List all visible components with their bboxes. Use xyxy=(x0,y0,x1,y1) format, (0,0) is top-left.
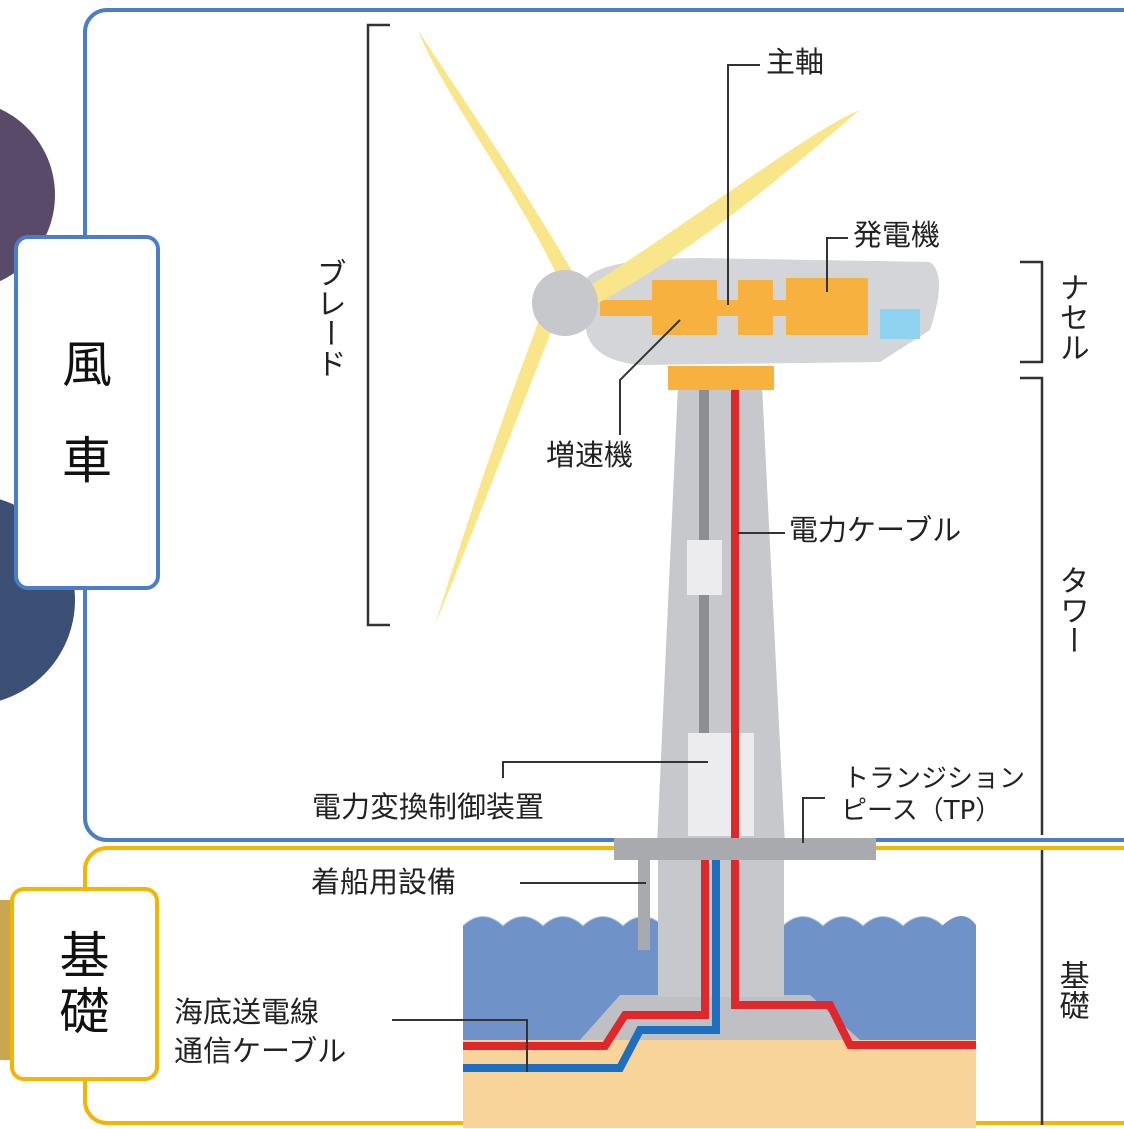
label-transition-piece-1: トランジション xyxy=(843,764,1026,794)
windmill-section-frame xyxy=(83,8,1124,842)
monopile xyxy=(658,845,784,997)
leader-main-shaft xyxy=(727,64,760,305)
windmill-char-1: 風 xyxy=(62,335,112,394)
gearbox xyxy=(652,280,717,335)
foundation-char-2: 礎 xyxy=(59,983,110,1041)
leader-power-converter xyxy=(502,761,708,778)
nacelle-bracket xyxy=(1020,260,1044,364)
label-generator: 発電機 xyxy=(853,218,941,252)
leader-subsea-cable xyxy=(392,1019,528,1072)
label-transition-piece-2: ピース（TP） xyxy=(841,796,1002,826)
power-converter-box xyxy=(688,733,754,836)
power-cable-line xyxy=(731,390,976,1049)
blade-top xyxy=(418,30,582,293)
rear-window xyxy=(880,309,920,339)
label-subsea-cable-1: 海底送電線 xyxy=(174,995,320,1029)
label-boat-landing: 着船用設備 xyxy=(311,865,457,899)
tower xyxy=(657,385,785,845)
label-gearbox: 増速機 xyxy=(546,438,634,472)
label-power-converter: 電力変換制御装置 xyxy=(312,790,545,824)
windmill-section-box: 風 車 xyxy=(14,235,160,590)
vlabel-foundation: 基礎 xyxy=(1053,960,1089,1020)
label-power-cable: 電力ケーブル xyxy=(789,513,962,547)
rotor-hub xyxy=(532,270,598,336)
leader-gearbox xyxy=(619,319,681,435)
boat-landing-pole xyxy=(638,858,650,950)
seabed xyxy=(463,1040,976,1128)
vlabel-nacelle: ナセル xyxy=(1053,272,1089,362)
main-shaft-block xyxy=(738,280,773,335)
power-converter-box-upper xyxy=(687,540,722,595)
label-main-shaft: 主軸 xyxy=(766,45,825,79)
foundation-section-box: 基 礎 xyxy=(10,887,159,1081)
transition-piece-platform xyxy=(614,838,876,860)
yaw-base xyxy=(668,366,774,390)
vlabel-blade: ブレード xyxy=(310,258,346,378)
subsea-power-cable-line xyxy=(463,845,709,1050)
leader-generator xyxy=(826,237,848,292)
vlabel-tower: タワー xyxy=(1053,565,1089,655)
windmill-char-2: 車 xyxy=(62,431,112,490)
tower-inner-shaft xyxy=(699,390,709,830)
tower-bracket xyxy=(1020,376,1044,835)
blade-bracket xyxy=(366,23,390,627)
comm-cable-line xyxy=(463,845,720,1072)
leader-transition-piece xyxy=(802,797,825,843)
blade-bottom xyxy=(435,305,560,625)
foundation-char-1: 基 xyxy=(59,927,110,985)
blade-right xyxy=(575,110,860,310)
label-subsea-cable-2: 通信ケーブル xyxy=(174,1034,347,1068)
